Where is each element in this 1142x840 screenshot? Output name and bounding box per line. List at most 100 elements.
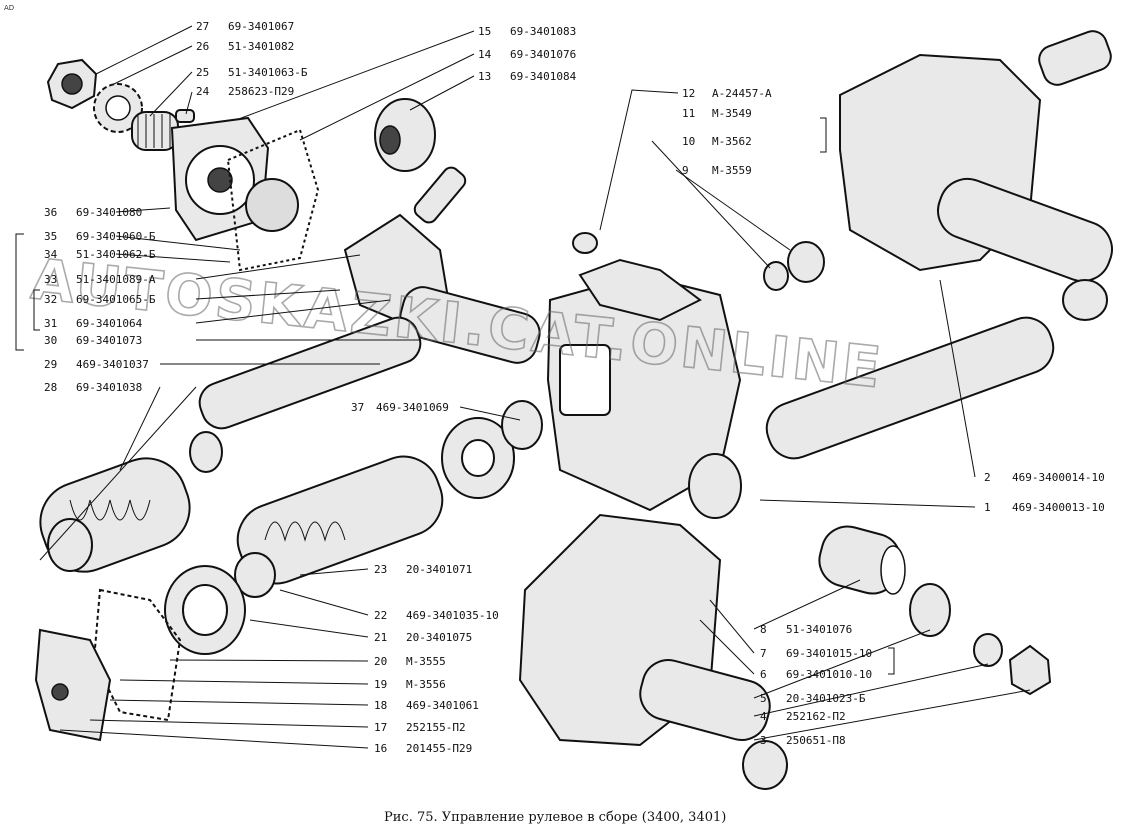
callout-number: 1 (984, 501, 991, 514)
leader-line (759, 499, 976, 508)
leader-lines (39, 25, 1031, 749)
callout-code: 20-3401075 (406, 631, 472, 644)
callout-number: 30 (44, 334, 57, 347)
part-steering-shaft-1 (688, 279, 1108, 519)
leader-line (95, 25, 193, 75)
callout-code: 51-3401089-А (76, 273, 156, 286)
callout-code: 469-3400013-10 (1012, 501, 1105, 514)
callout-number: 35 (44, 230, 57, 243)
callout-number: 5 (760, 692, 767, 705)
callout-number: 26 (196, 40, 209, 53)
callout-code: М-3559 (712, 164, 752, 177)
part-housing-lower-right (518, 513, 771, 747)
figure-caption: Рис. 75. Управление рулевое в сборе (340… (384, 810, 726, 825)
leader-line (299, 53, 475, 141)
callout-code: 250651-П8 (786, 734, 846, 747)
callout-code: 69-3401064 (76, 317, 143, 330)
callout-number: 10 (682, 135, 695, 148)
part-seal-9 (787, 241, 825, 283)
leader-line (59, 729, 369, 749)
part-bearing-21 (164, 565, 246, 655)
part-seal-37 (501, 400, 543, 450)
callout-number: 24 (196, 85, 210, 98)
callout-code: 20-3401023-Б (786, 692, 866, 705)
leader-line (699, 619, 755, 675)
leader-line (195, 299, 391, 324)
callout-code: А-24457-А (712, 87, 772, 100)
part-shaft-end-7 (742, 740, 788, 790)
leader-line (185, 91, 193, 115)
callout-code: 201455-П29 (406, 742, 472, 755)
part-nut-3 (1008, 644, 1052, 696)
callout-code: 252155-П2 (406, 721, 466, 734)
callout-number: 12 (682, 87, 695, 100)
callout-code: 69-3401083 (510, 25, 576, 38)
part-spring-25 (131, 111, 179, 151)
callout-number: 16 (374, 742, 387, 755)
callout-number: 14 (478, 48, 492, 61)
callout-code: 469-3401061 (406, 699, 479, 712)
callout-labels: 27 69-3401067 26 51-3401082 25 51-340106… (44, 20, 1105, 755)
leader-line (939, 279, 976, 478)
leader-line (115, 235, 241, 251)
leader-line (235, 30, 475, 121)
callout-code: 69-3401065-Б (76, 293, 156, 306)
leader-line (299, 568, 369, 576)
part-bushing-8 (818, 525, 906, 595)
callout-code: 69-3401080 (76, 206, 142, 219)
callout-number: 22 (374, 609, 387, 622)
leader-line (651, 140, 771, 269)
part-gasket-34 (226, 128, 320, 272)
callout-code: М-3556 (406, 678, 446, 691)
callout-number: 3 (760, 734, 767, 747)
callout-code: 258623-П29 (228, 85, 294, 98)
callout-code: 69-3401084 (510, 70, 577, 83)
part-cover-36 (170, 116, 270, 242)
callout-code: 69-3401073 (76, 334, 142, 347)
callout-number: 34 (44, 248, 58, 261)
callout-code: 469-3400014-10 (1012, 471, 1105, 484)
parts-illustration (34, 30, 1113, 790)
callout-number: 28 (44, 381, 57, 394)
leader-line (149, 71, 193, 117)
leader-line (409, 75, 475, 111)
callout-code: 69-3401010-10 (786, 668, 872, 681)
part-plate-18 (34, 588, 182, 742)
callout-code: 469-3401035-10 (406, 609, 499, 622)
part-seal-5 (909, 583, 951, 637)
leader-line (753, 689, 1031, 741)
callout-code: 69-3401038 (76, 381, 142, 394)
part-bearing-13 (374, 98, 436, 172)
callout-number: 2 (984, 471, 991, 484)
callout-code: 252162-П2 (786, 710, 846, 723)
callout-number: 36 (44, 206, 57, 219)
callout-number: 17 (374, 721, 387, 734)
callout-code: 69-3401067 (228, 20, 294, 33)
part-housing-center (546, 258, 742, 512)
callout-number: 9 (682, 164, 689, 177)
leader-line (279, 589, 369, 616)
callout-number: 11 (682, 107, 695, 120)
leader-line (675, 169, 791, 251)
leader-line (249, 619, 369, 638)
part-plug-12 (572, 232, 598, 254)
leader-line (115, 207, 171, 213)
callout-number: 27 (196, 20, 209, 33)
callout-number: 29 (44, 358, 57, 371)
callout-code: 51-3401082 (228, 40, 294, 53)
callout-number: 6 (760, 668, 767, 681)
callout-number: 20 (374, 655, 387, 668)
leader-line (169, 659, 369, 662)
leader-line (109, 699, 369, 706)
callout-number: 25 (196, 66, 209, 79)
part-rod-15 (413, 166, 467, 224)
part-nut-27 (46, 58, 98, 110)
callout-code: 69-3401060-Б (76, 230, 156, 243)
callout-number: 15 (478, 25, 491, 38)
part-washer-4 (973, 633, 1003, 667)
part-lock-washer-26 (93, 83, 143, 133)
leader-line (195, 289, 341, 300)
callout-code: 69-3401015-10 (786, 647, 872, 660)
callout-number: 23 (374, 563, 387, 576)
